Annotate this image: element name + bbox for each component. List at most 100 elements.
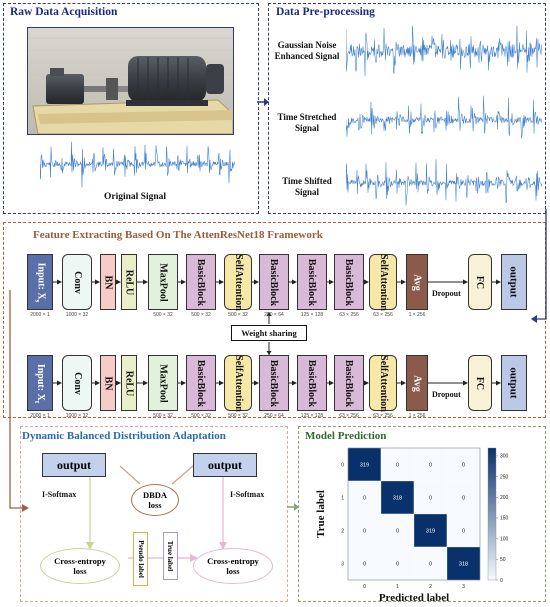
feature-extraction-title: Feature Extracting Based On The AttenRes… [33, 229, 323, 241]
target-selfattention-9-block: SelfAttention [369, 355, 397, 411]
feature-to-dbda-connector [9, 290, 29, 512]
flow-arrowhead [364, 279, 369, 285]
shifted-signal-waveform [346, 159, 542, 206]
heatmap-cell-label: 0 [462, 496, 465, 502]
flow-arrowhead [181, 380, 186, 386]
source-selfattention-5-label: SelfAttention [232, 253, 244, 311]
source-fc-11-block: FC [468, 254, 492, 310]
heatmap-cell-label: 0 [396, 529, 399, 535]
x-axis-label: Predicted label [379, 592, 449, 602]
source-relu-2-block: ReLU [121, 254, 137, 310]
target-conv-0-label: Conv [71, 371, 83, 395]
dbda-output-left: output [42, 453, 106, 477]
flow-arrowhead [95, 279, 100, 285]
source-bn-1-label: BN [102, 275, 114, 289]
gaussian-signal-label: Gaussian Noise Enhanced Signal [274, 40, 340, 61]
true-label-box: True label [163, 532, 178, 580]
target-selfattention-5-dim: 500 × 32 [228, 413, 248, 419]
stretched-signal-waveform [346, 95, 542, 139]
flow-arrowhead [219, 279, 224, 285]
source-selfattention-5-block: SelfAttention [224, 254, 252, 310]
gaussian-signal-waveform [346, 26, 542, 76]
y-tick-label: 3 [341, 562, 344, 568]
raw-data-panel [3, 3, 259, 214]
target-basicblock-8-dim: 63 × 256 [339, 413, 359, 419]
heatmap-cell-label: 0 [396, 463, 399, 469]
flow-arrowhead [116, 279, 121, 285]
source-relu-2-label: ReLU [123, 269, 135, 295]
source-input-subscript: s [33, 299, 42, 302]
target-basicblock-4-block: BasicBlock [186, 355, 216, 411]
target-bn-1-label: BN [102, 376, 114, 390]
flow-arrowhead [95, 380, 100, 386]
flow-arrowhead [496, 380, 501, 386]
y-tick-label: 1 [341, 496, 344, 502]
colorbar-tick-label: 300 [500, 454, 509, 460]
target-output-12-label: output [508, 367, 520, 399]
source-basicblock-7-dim: 125 × 128 [300, 312, 324, 318]
weight-sharing-label: Weight sharing [241, 328, 297, 338]
flow-arrowhead [181, 279, 186, 285]
target-maxpool-3-block: MaxPool [148, 355, 178, 411]
dropout-label-top: Dropout [432, 289, 461, 298]
heatmap-cell [380, 447, 415, 482]
dbda-to-prediction-arrow [287, 503, 299, 511]
motor-photo [27, 27, 234, 135]
raw-data-title: Raw Data Acquisition [10, 6, 118, 18]
weight-sharing-arrowhead [266, 351, 272, 355]
heatmap-cell [413, 480, 448, 515]
preprocessing-panel [268, 3, 546, 214]
heatmap-cell-label: 0 [462, 529, 465, 535]
shifted-signal-label: Time Shifted Signal [282, 176, 332, 197]
feature-extraction-panel [3, 222, 546, 418]
pseudo-label-box: Pseudo label [133, 532, 148, 586]
target-basicblock-6-dim: 250 × 64 [264, 413, 284, 419]
flow-arrowhead [292, 279, 297, 285]
source-basicblock-8-label: BasicBlock [343, 258, 355, 306]
target-input-subscript: t [33, 400, 42, 403]
heatmap-cell-label: 319 [426, 529, 435, 535]
stretched-signal-label: Time Stretched Signal [277, 112, 337, 133]
heatmap-cell-label: 0 [396, 562, 399, 568]
heatmap-cell [446, 546, 481, 581]
target-basicblock-7-block: BasicBlock [297, 355, 327, 411]
prediction-panel [298, 426, 546, 602]
flow-arrowhead [364, 380, 369, 386]
preprocess-to-feature-connector [531, 209, 547, 323]
source-basicblock-8-block: BasicBlock [334, 254, 364, 310]
heatmap-cell-label: 318 [393, 496, 402, 502]
heatmap-cell [380, 513, 415, 548]
heatmap-cell [380, 546, 415, 581]
target-avg-10-label: Avg [411, 374, 423, 392]
heatmap-cell [347, 546, 382, 581]
x-tick-label: 2 [429, 584, 432, 590]
heatmap-cell-label: 0 [363, 562, 366, 568]
heatmap-cell-label: 319 [360, 463, 369, 469]
source-avg-10-dim: 1 × 256 [408, 312, 426, 318]
colorbar-tick-label: 200 [500, 495, 509, 501]
source-selfattention-5-dim: 500 × 32 [228, 312, 248, 318]
heatmap-cell-label: 0 [363, 496, 366, 502]
heatmap-cell-label: 0 [363, 529, 366, 535]
source-bn-1-block: BN [100, 254, 116, 310]
flow-arrowhead [254, 279, 259, 285]
source-basicblock-6-label: BasicBlock [268, 258, 280, 306]
raw-to-preprocess-arrow [257, 98, 269, 106]
target-conv-0-dim: 1000 × 32 [65, 413, 89, 419]
dbda-panel [20, 426, 288, 602]
source-fc-11-label: FC [474, 275, 486, 289]
target-relu-2-block: ReLU [121, 355, 137, 411]
colorbar-tick-label: 50 [500, 557, 506, 563]
flow-arrowhead [57, 380, 62, 386]
source-selfattention-9-label: SelfAttention [377, 253, 389, 311]
dbda-loss-ellipse: DBDA loss [131, 484, 179, 516]
source-output-12-block: output [501, 254, 527, 310]
source-maxpool-3-label: MaxPool [157, 262, 169, 302]
dropout-label-bottom: Dropout [432, 390, 461, 399]
source-input-block: Input: Xs [27, 254, 53, 310]
weight-sharing-box: Weight sharing [231, 325, 307, 341]
flow-arrowhead [463, 380, 468, 386]
heatmap-cell-label: 0 [429, 562, 432, 568]
y-tick-label: 2 [341, 529, 344, 535]
